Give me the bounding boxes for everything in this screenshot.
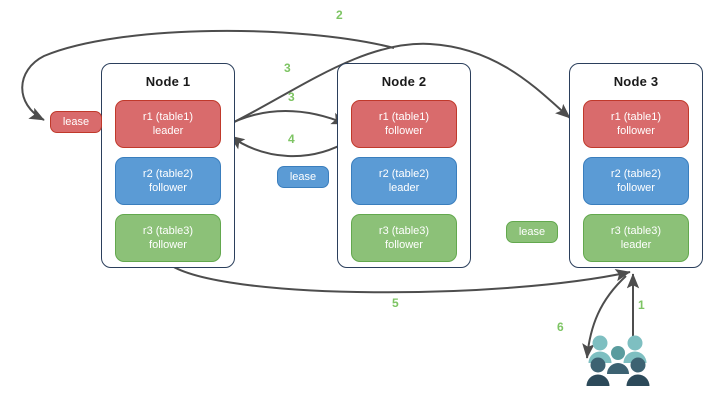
- node-2[interactable]: Node 2 r1 (table1) follower r2 (table2) …: [337, 63, 471, 268]
- replica-name: r3 (table3): [610, 225, 662, 237]
- node-3-replicas: r1 (table1) follower r2 (table2) followe…: [583, 100, 689, 271]
- replica-name: r2 (table2): [610, 168, 662, 180]
- replica-role: follower: [385, 239, 423, 251]
- arrow-step-3-lower: [221, 110, 347, 129]
- node-2-replicas: r1 (table1) follower r2 (table2) leader …: [351, 100, 457, 271]
- replica-name: r3 (table3): [142, 225, 194, 237]
- node-1-replica-r3[interactable]: r3 (table3) follower: [115, 214, 221, 262]
- replica-role: follower: [617, 182, 655, 194]
- node-2-replica-r3[interactable]: r3 (table3) follower: [351, 214, 457, 262]
- node-2-replica-r2[interactable]: r2 (table2) leader: [351, 157, 457, 205]
- step-label-3-upper: 3: [284, 61, 291, 75]
- node-3-replica-r2[interactable]: r2 (table2) follower: [583, 157, 689, 205]
- replica-name: r2 (table2): [142, 168, 194, 180]
- node-3-title: Node 3: [613, 74, 659, 89]
- lease-badge-r3[interactable]: lease: [506, 221, 558, 243]
- replica-role: leader: [620, 239, 652, 251]
- node-1[interactable]: Node 1 r1 (table1) leader r2 (table2) fo…: [101, 63, 235, 268]
- users-icon: [586, 335, 650, 386]
- step-label-3-lower: 3: [288, 90, 295, 104]
- node-1-replicas: r1 (table1) leader r2 (table2) follower …: [115, 100, 221, 271]
- replica-name: r2 (table2): [378, 168, 430, 180]
- node-3-replica-r1[interactable]: r1 (table1) follower: [583, 100, 689, 148]
- replica-role: follower: [617, 125, 655, 137]
- replica-role: follower: [149, 239, 187, 251]
- node-1-replica-r2[interactable]: r2 (table2) follower: [115, 157, 221, 205]
- step-label-4: 4: [288, 132, 295, 146]
- node-1-replica-r1[interactable]: r1 (table1) leader: [115, 100, 221, 148]
- replica-role: leader: [388, 182, 420, 194]
- node-3[interactable]: Node 3 r1 (table1) follower r2 (table2) …: [569, 63, 703, 268]
- step-label-6: 6: [557, 320, 564, 334]
- replica-name: r1 (table1): [142, 111, 194, 123]
- node-3-replica-r3[interactable]: r3 (table3) leader: [583, 214, 689, 262]
- replica-role: follower: [385, 125, 423, 137]
- replica-name: r3 (table3): [378, 225, 430, 237]
- replica-role: leader: [152, 125, 184, 137]
- step-label-1: 1: [638, 298, 645, 312]
- lease-badge-r1[interactable]: lease: [50, 111, 102, 133]
- replica-role: follower: [149, 182, 187, 194]
- node-2-replica-r1[interactable]: r1 (table1) follower: [351, 100, 457, 148]
- node-1-title: Node 1: [145, 74, 191, 89]
- lease-badge-r2[interactable]: lease: [277, 166, 329, 188]
- replica-name: r1 (table1): [610, 111, 662, 123]
- replica-name: r1 (table1): [378, 111, 430, 123]
- step-label-2: 2: [336, 8, 343, 22]
- node-2-title: Node 2: [381, 74, 427, 89]
- step-label-5: 5: [392, 296, 399, 310]
